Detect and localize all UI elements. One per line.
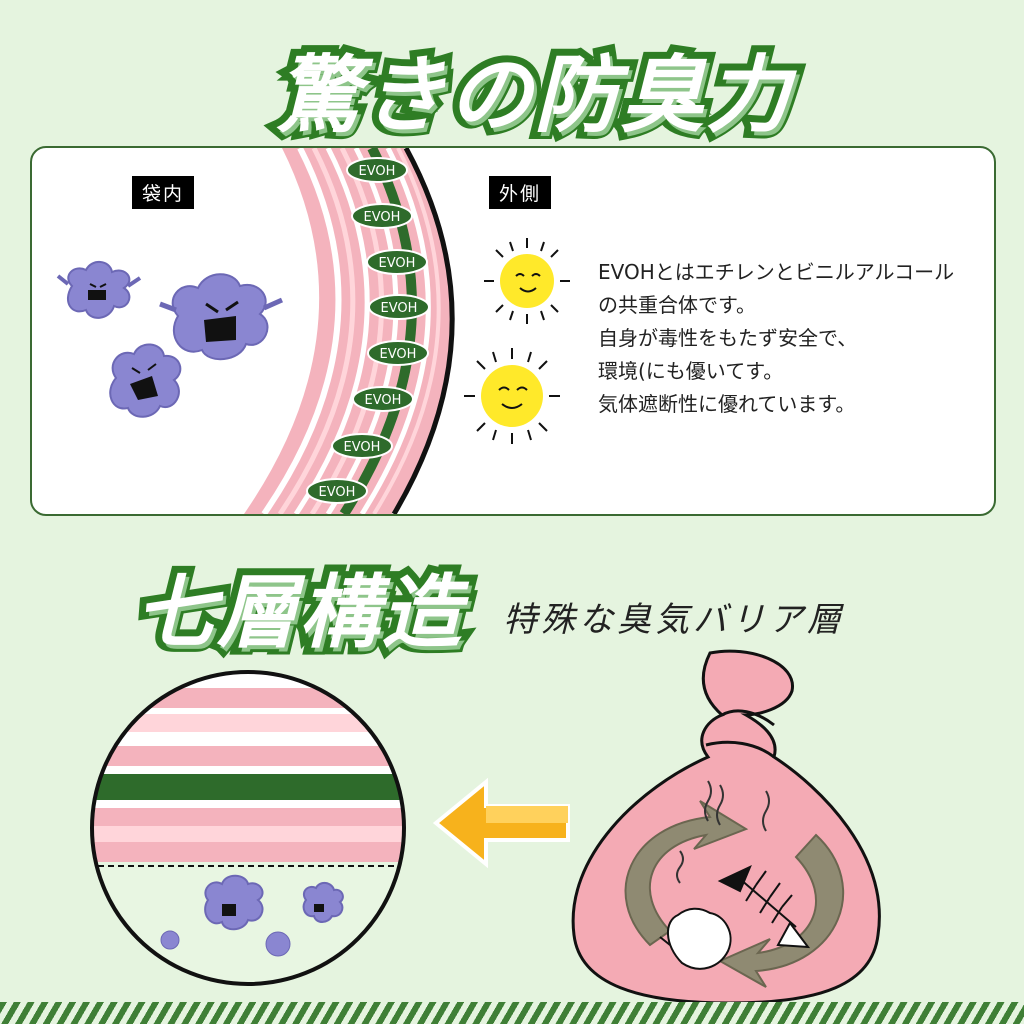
evoh-label: EVOH [380, 347, 417, 362]
trash-bag-icon [571, 649, 881, 1005]
fish-bone-icon [717, 865, 811, 949]
evoh-label: EVOH [379, 256, 416, 271]
germ-monster-icon [302, 882, 344, 923]
label-outside: 外側 [489, 176, 552, 209]
description-line: 気体遮断性に優れています。 [598, 392, 856, 416]
arrow-left-icon [432, 778, 570, 868]
barrier-caption: 特殊な臭気バリア層 [503, 600, 845, 640]
germ-monster-icon [109, 343, 182, 418]
evoh-label: EVOH [344, 440, 381, 455]
sun-face-icon [484, 238, 570, 324]
label-inside-bag: 袋内 [132, 176, 195, 209]
headline-odor-power: 驚きの防臭力 [269, 39, 797, 151]
evoh-label: EVOH [359, 164, 396, 179]
description-line: 環境(にも優いてす。 [598, 359, 784, 383]
evoh-label: EVOH [319, 485, 356, 500]
evoh-description: EVOHとはエチレンとビニルアルコール の共重合体です。 自身が毒性をもたず安全… [598, 256, 988, 421]
germ-monster-icon [56, 261, 142, 319]
germ-monster-icon [204, 874, 264, 931]
evoh-label: EVOH [381, 301, 418, 316]
bottom-stripe-border [0, 1002, 1024, 1024]
description-line: 自身が毒性をもたず安全で、 [598, 326, 858, 350]
germ-monster-icon [159, 273, 284, 361]
headline-seven-layer: 七層構造 [128, 559, 468, 666]
germ-monster-icon [265, 931, 291, 957]
evoh-label: EVOH [365, 393, 402, 408]
apple-core-icon [659, 907, 732, 970]
layer-magnifier [90, 670, 406, 986]
evoh-label: EVOH [364, 210, 401, 225]
description-line: EVOHとはエチレンとビニルアルコール [598, 260, 955, 284]
sun-face-icon [464, 348, 560, 444]
description-line: の共重合体です。 [598, 293, 756, 317]
germ-monster-icon [160, 930, 180, 950]
evoh-panel: EVOH EVOH EVOH EVOH EVOH EVOH EVOH EVOH … [30, 146, 996, 516]
